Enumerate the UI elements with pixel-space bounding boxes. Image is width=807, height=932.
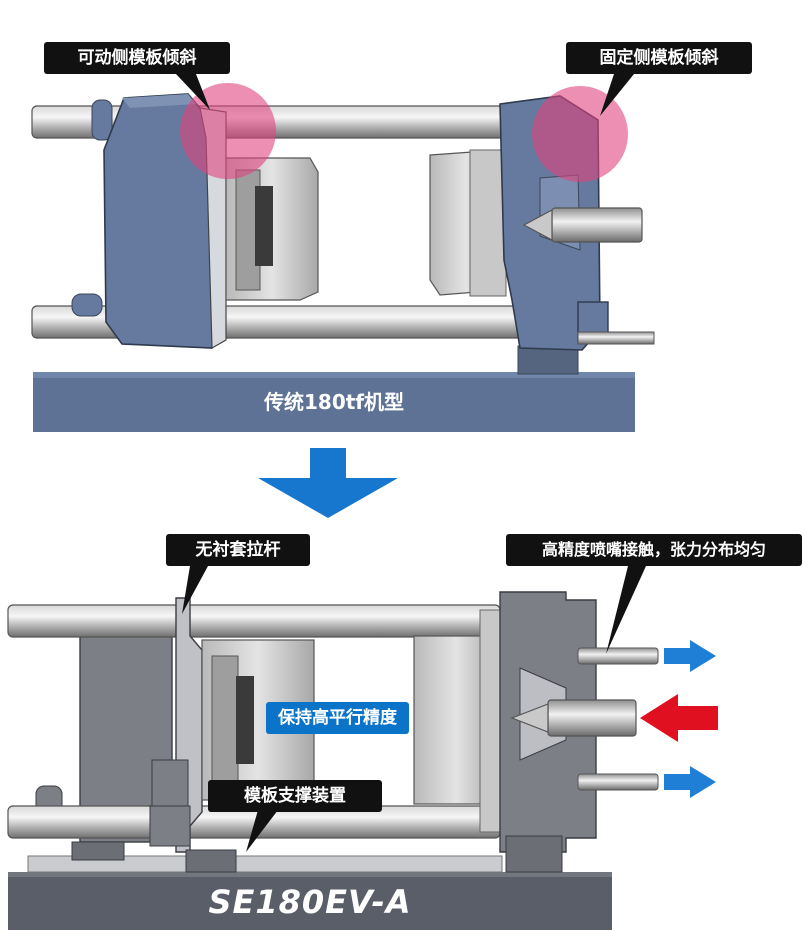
top-left-callout: 可动侧模板倾斜 (44, 42, 230, 74)
parallel-accuracy-badge: 保持高平行精度 (266, 702, 409, 734)
top-left-tilt-highlight (180, 83, 276, 179)
bottom-tiebar-callout: 无衬套拉杆 (166, 534, 310, 566)
bottom-upper-tension-rod (577, 647, 659, 665)
top-machine (31, 74, 655, 432)
outward-arrow-icon (664, 640, 716, 672)
bottom-rail (27, 855, 503, 873)
bottom-lower-tension-rod (577, 773, 659, 791)
bottom-machine (7, 566, 718, 930)
top-base-label: 传统180tf机型 (263, 390, 404, 414)
outward-arrow-icon (664, 766, 716, 798)
bottom-upper-tie-bar (7, 604, 501, 638)
bottom-support-callout: 模板支撑装置 (208, 780, 382, 812)
bottom-nozzle-callout: 高精度喷嘴接触，张力分布均匀 (506, 534, 802, 566)
bottom-nozzle (510, 699, 637, 737)
top-right-callout: 固定侧模板倾斜 (566, 42, 752, 74)
inward-arrow-icon (640, 694, 718, 742)
top-right-tilt-highlight (532, 86, 628, 182)
bottom-base-label: SE180EV-A (208, 883, 412, 921)
down-arrow-icon (258, 448, 398, 518)
top-nozzle (522, 207, 643, 243)
bottom-base (8, 872, 612, 930)
top-base (33, 372, 635, 432)
top-fixed-platen-foot (517, 345, 579, 375)
